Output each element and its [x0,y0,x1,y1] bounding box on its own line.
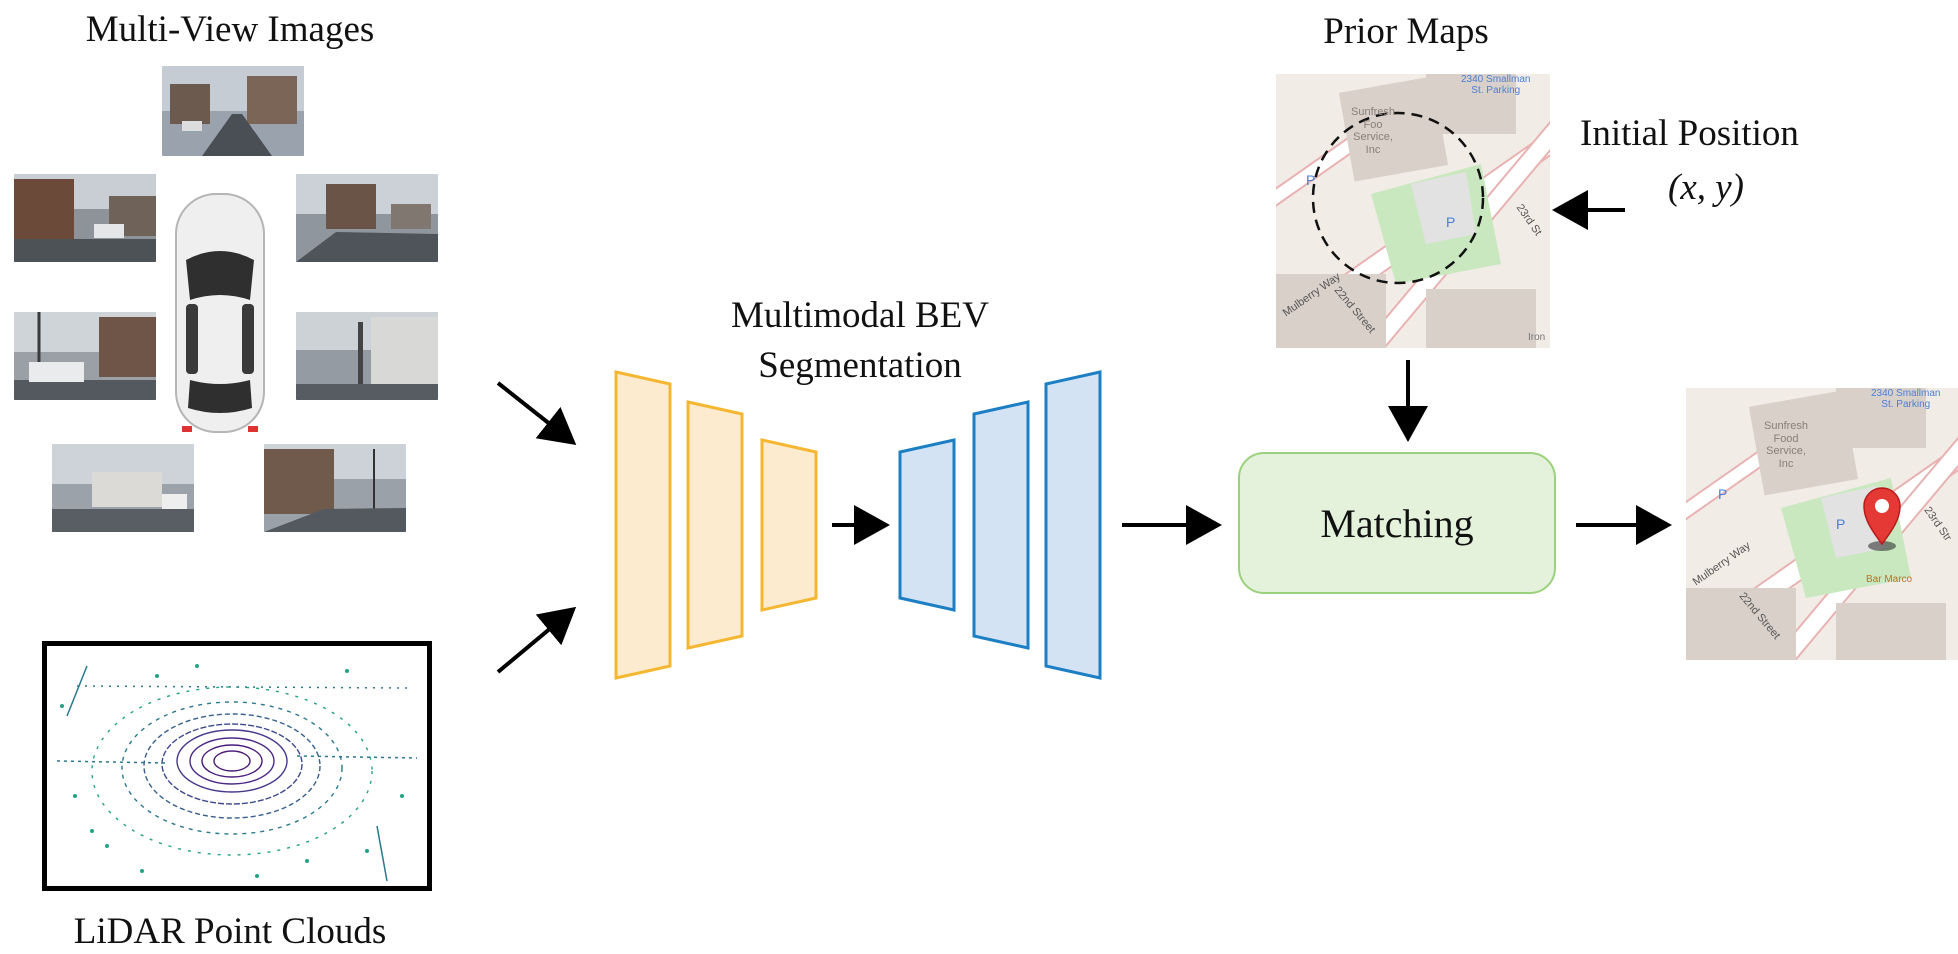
result-map-parking-icon-1: P [1718,486,1728,502]
prior-maps-title: Prior Maps [1323,11,1489,52]
decoder-block-3 [1044,370,1102,680]
camera-rear-left-image [52,444,194,532]
arrow-icon-lidar-to-bev [496,606,577,674]
multi-view-title: Multi-View Images [85,9,375,50]
arrow-icon-images-to-bev [496,381,577,445]
bev-title-line2: Segmentation [758,345,962,386]
lidar-point-cloud-image [42,641,432,891]
result-map-parking-icon-2: P [1836,516,1846,532]
matching-label: Matching [1320,500,1474,546]
camera-front-right-image [296,174,438,262]
bev-title-line1: Multimodal BEV [731,295,989,336]
camera-rear-right-image [264,444,406,532]
initial-position-coords: (x, y) [1668,167,1744,208]
initial-position-label: Initial Position [1580,113,1799,154]
map-label-iron: Iron [1528,332,1546,343]
dashed-circle-icon [1311,111,1485,285]
camera-back-right-image [296,312,438,400]
map-parking-icon-1: P [1306,172,1316,188]
matching-block: Matching [1238,452,1556,594]
car-icon [175,193,265,433]
camera-front-image [162,66,304,156]
encoder-block-2 [686,400,744,650]
encoder-block-1 [614,370,672,680]
camera-front-left-image [14,174,156,262]
map-parking-icon-2: P [1446,214,1456,230]
result-map-label-bar-marco: Bar Marco [1866,574,1913,585]
decoder-block-2 [972,400,1030,650]
lidar-title: LiDAR Point Clouds [73,911,387,952]
map-pin-icon [1863,487,1901,551]
decoder-block-1 [898,438,956,612]
encoder-block-3 [760,438,818,612]
camera-back-left-image [14,312,156,400]
